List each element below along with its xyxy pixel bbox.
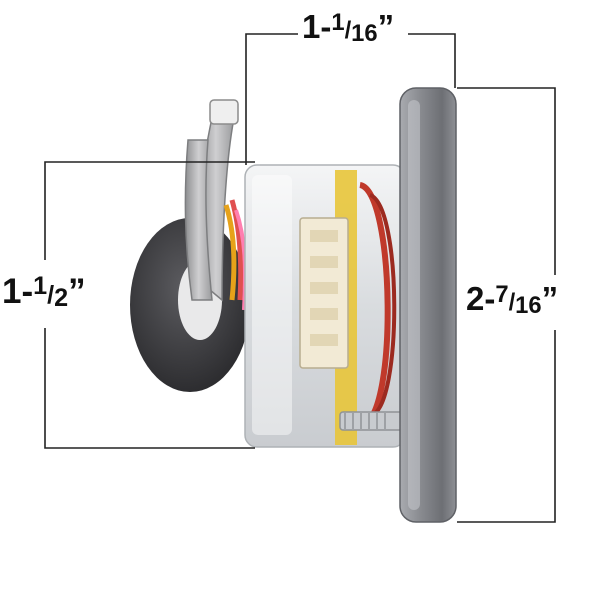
cable-bundle <box>184 99 239 302</box>
flange-plate <box>399 87 457 523</box>
depth-dimension-label: 1-1/16” <box>302 8 395 47</box>
dimension-lines <box>44 33 556 523</box>
flange-dimension-label: 2-7/16” <box>466 280 559 319</box>
clear-housing <box>244 164 406 448</box>
height-dimension-label: 1-1/2” <box>2 272 86 313</box>
